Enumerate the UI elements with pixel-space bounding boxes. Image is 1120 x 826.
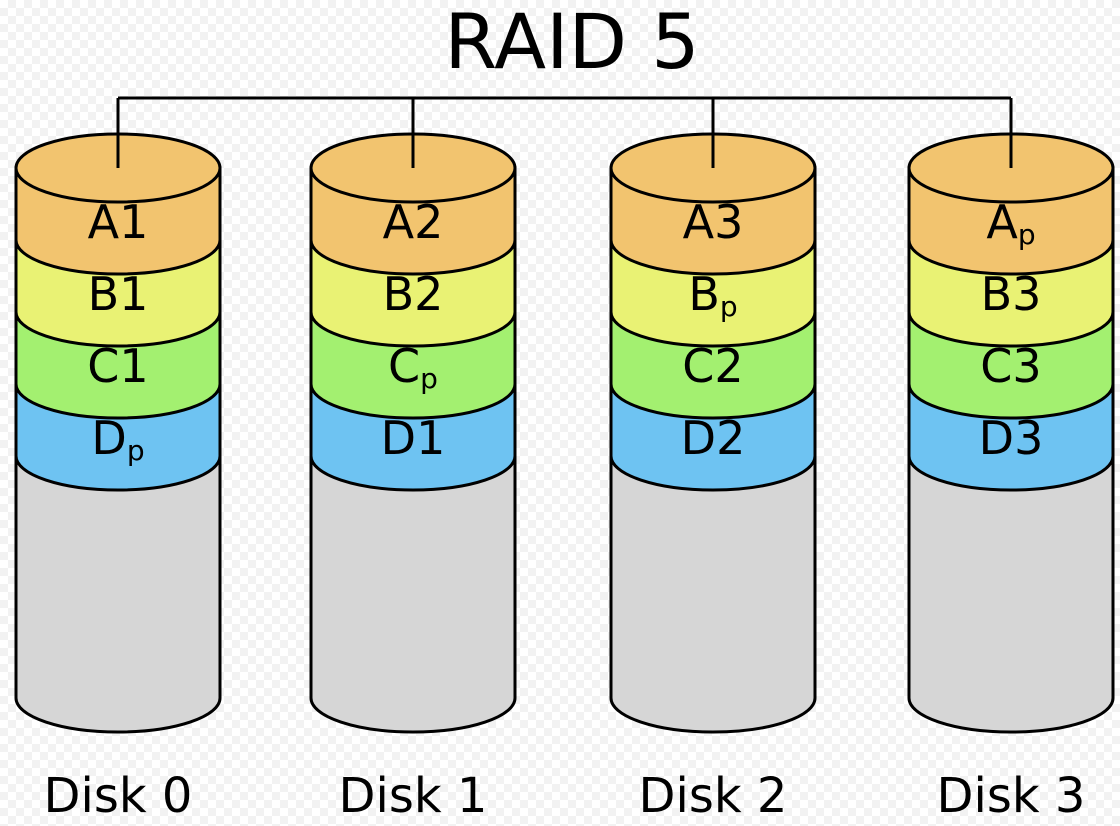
disk-free-space [14,454,222,734]
block-label: C3 [980,339,1041,393]
disk-label: Disk 2 [639,768,788,824]
disk-label: Disk 3 [937,768,1086,824]
block-label: A1 [88,195,149,249]
block-label: D1 [381,411,446,465]
block-label: Bp [688,267,737,323]
block-label: C1 [87,339,148,393]
block-label: Dp [91,411,144,467]
block-label: Cp [388,339,438,395]
block-label: B1 [88,267,149,321]
controller-bus [116,96,1013,168]
disk-label: Disk 1 [339,768,488,824]
block-label: A3 [683,195,744,249]
disk-free-space [309,454,517,734]
disk-free-space [609,454,817,734]
block-label: Ap [986,195,1035,251]
diagram-title: RAID 5 [444,0,699,86]
block-label: D3 [979,411,1044,465]
block-label: B3 [981,267,1042,321]
block-label: A2 [383,195,444,249]
block-label: D2 [681,411,746,465]
disk-free-space [907,454,1115,734]
block-label: B2 [383,267,444,321]
disk-label: Disk 0 [44,768,193,824]
block-label: C2 [682,339,743,393]
